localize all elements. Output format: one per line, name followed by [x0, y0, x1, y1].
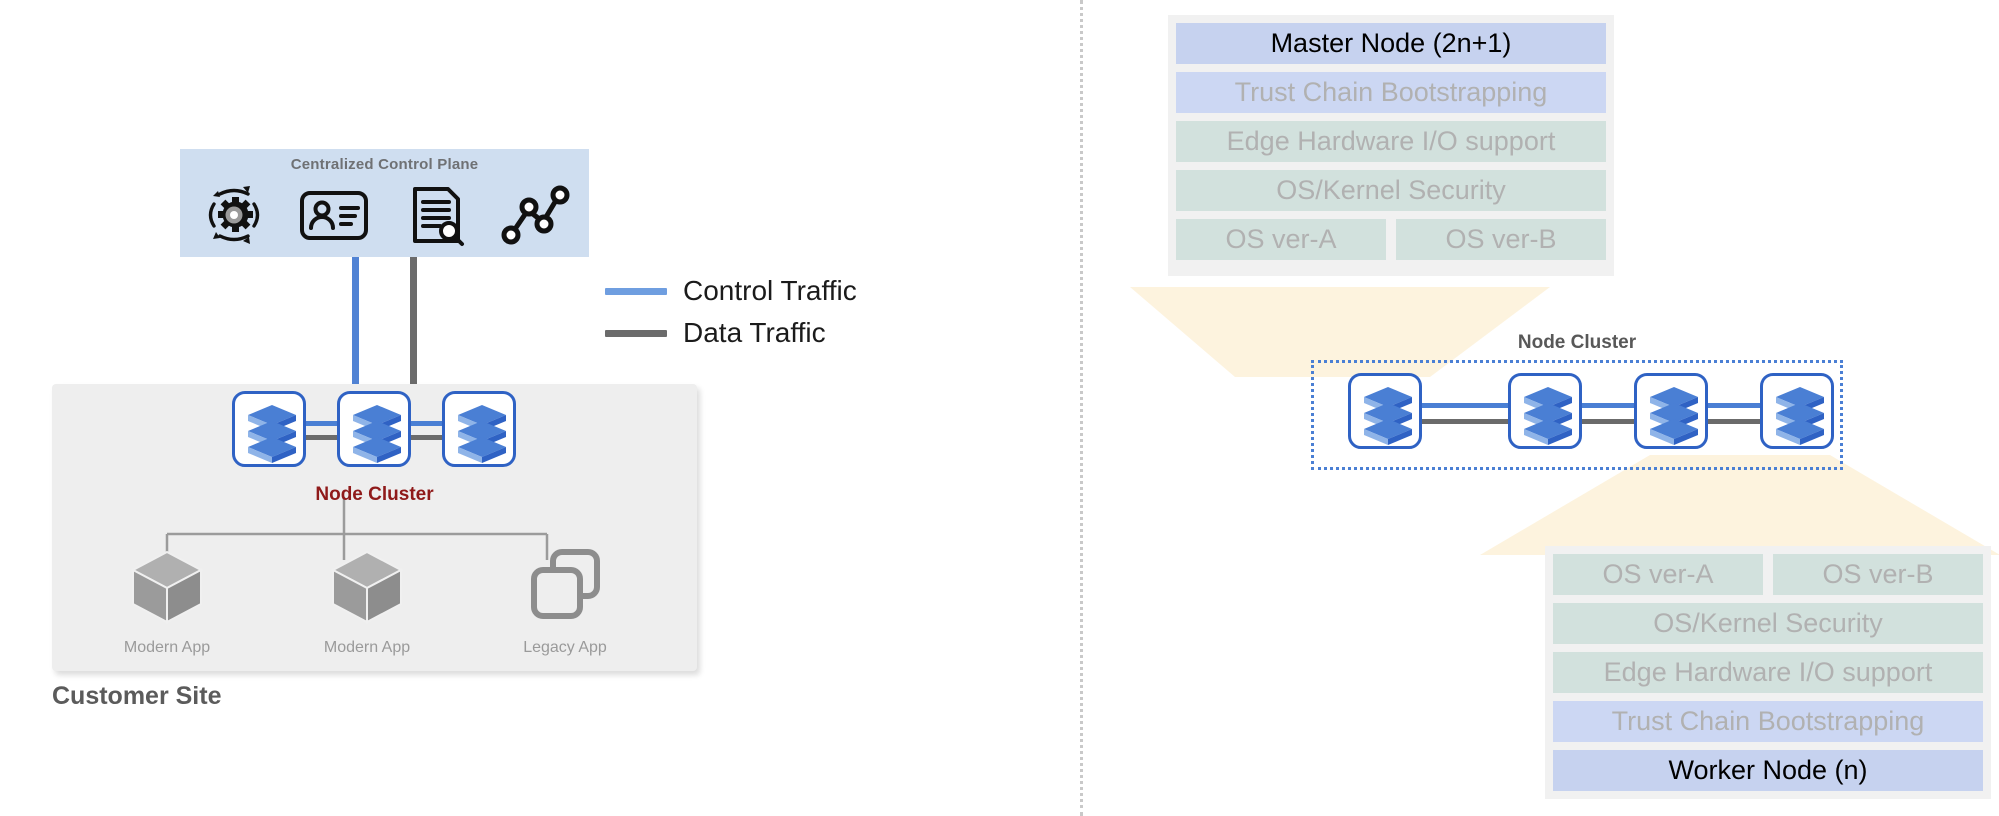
app-modern-1[interactable]: Modern App — [92, 546, 242, 657]
server-stack-icon — [1524, 387, 1572, 445]
customer-node-cluster — [232, 391, 516, 471]
control-plane-icon-row — [194, 179, 575, 251]
layer-trust-chain-bootstrapping[interactable]: Trust Chain Bootstrapping — [1176, 72, 1606, 113]
app-legacy[interactable]: Legacy App — [490, 546, 640, 657]
layer-os-kernel-security[interactable]: OS/Kernel Security — [1176, 170, 1606, 211]
master-os-row: OS ver-A OS ver-B — [1176, 219, 1606, 260]
node-icon-card[interactable] — [337, 391, 411, 467]
node-icon-card[interactable] — [1760, 373, 1834, 449]
traffic-legend: Control Traffic Data Traffic — [605, 270, 925, 354]
cube-icon — [330, 550, 404, 624]
node-link-control-3 — [1706, 403, 1762, 408]
layer-os-kernel-security[interactable]: OS/Kernel Security — [1553, 603, 1983, 644]
layer-os-ver-b[interactable]: OS ver-B — [1773, 554, 1983, 595]
node-link-control-2 — [409, 421, 446, 426]
server-stack-icon — [1650, 387, 1698, 445]
cluster-to-worker-funnel — [1480, 455, 1999, 555]
stacked-windows-icon — [531, 549, 600, 619]
node-icon-card[interactable] — [232, 391, 306, 467]
node-icon-card[interactable] — [1348, 373, 1422, 449]
node-cluster-boundary — [1311, 360, 1843, 470]
data-traffic-swatch — [605, 329, 667, 337]
legend-label-control-traffic: Control Traffic — [683, 275, 857, 306]
master-to-cluster-funnel — [1130, 287, 1550, 377]
master-node-stack: Master Node (2n+1) Trust Chain Bootstrap… — [1168, 15, 1614, 276]
control-traffic-swatch — [605, 287, 667, 295]
node-link-data-2 — [409, 435, 446, 440]
layer-trust-chain-bootstrapping[interactable]: Trust Chain Bootstrapping — [1553, 701, 1983, 742]
node-cluster-label-right: Node Cluster — [1517, 332, 1637, 353]
id-card-icon — [300, 191, 369, 240]
right-node-cluster — [1348, 373, 1834, 457]
server-stack-icon — [1776, 387, 1824, 445]
layer-edge-hardware-io-support[interactable]: Edge Hardware I/O support — [1176, 121, 1606, 162]
customer-site-box — [52, 384, 697, 671]
app-label: Modern App — [323, 639, 411, 656]
worker-os-row: OS ver-A OS ver-B — [1553, 554, 1983, 595]
server-stack-icon — [1364, 387, 1412, 445]
layer-master-node[interactable]: Master Node (2n+1) — [1176, 23, 1606, 64]
node-link-control-1 — [304, 421, 341, 426]
node-link-control-1 — [1420, 403, 1510, 408]
cube-icon — [130, 550, 204, 624]
node-link-data-1 — [304, 435, 341, 440]
server-stack-icon — [353, 405, 401, 463]
control-traffic-connector — [352, 257, 359, 419]
layer-os-ver-b[interactable]: OS ver-B — [1396, 219, 1606, 260]
legend-label-data-traffic: Data Traffic — [683, 317, 826, 348]
node-icon-card[interactable] — [442, 391, 516, 467]
node-cluster-label: Node Cluster — [315, 484, 434, 505]
centralized-control-plane: Centralized Control Plane — [180, 149, 589, 257]
node-link-data-2 — [1580, 419, 1636, 424]
document-search-icon — [412, 187, 464, 246]
app-label: Legacy App — [523, 639, 607, 656]
node-link-data-3 — [1706, 419, 1762, 424]
layer-os-ver-a[interactable]: OS ver-A — [1553, 554, 1763, 595]
app-modern-2[interactable]: Modern App — [292, 546, 442, 657]
panel-divider — [1080, 0, 1083, 816]
network-graph-icon — [501, 185, 570, 245]
layer-edge-hardware-io-support[interactable]: Edge Hardware I/O support — [1553, 652, 1983, 693]
layer-os-ver-a[interactable]: OS ver-A — [1176, 219, 1386, 260]
node-icon-card[interactable] — [1508, 373, 1582, 449]
node-link-control-2 — [1580, 403, 1636, 408]
control-plane-title: Centralized Control Plane — [290, 156, 479, 173]
server-stack-icon — [248, 405, 296, 463]
node-icon-card[interactable] — [1634, 373, 1708, 449]
node-link-data-1 — [1420, 419, 1510, 424]
app-label: Modern App — [123, 639, 211, 656]
worker-node-stack: OS ver-A OS ver-B OS/Kernel Security Edg… — [1545, 546, 1991, 799]
data-traffic-connector — [410, 257, 417, 403]
customer-site-label: Customer Site — [52, 682, 222, 710]
layer-worker-node[interactable]: Worker Node (n) — [1553, 750, 1983, 791]
server-stack-icon — [458, 405, 506, 463]
legend-item-control-traffic: Control Traffic — [605, 270, 925, 312]
gear-sync-icon — [208, 186, 260, 244]
legend-item-data-traffic: Data Traffic — [605, 312, 925, 354]
